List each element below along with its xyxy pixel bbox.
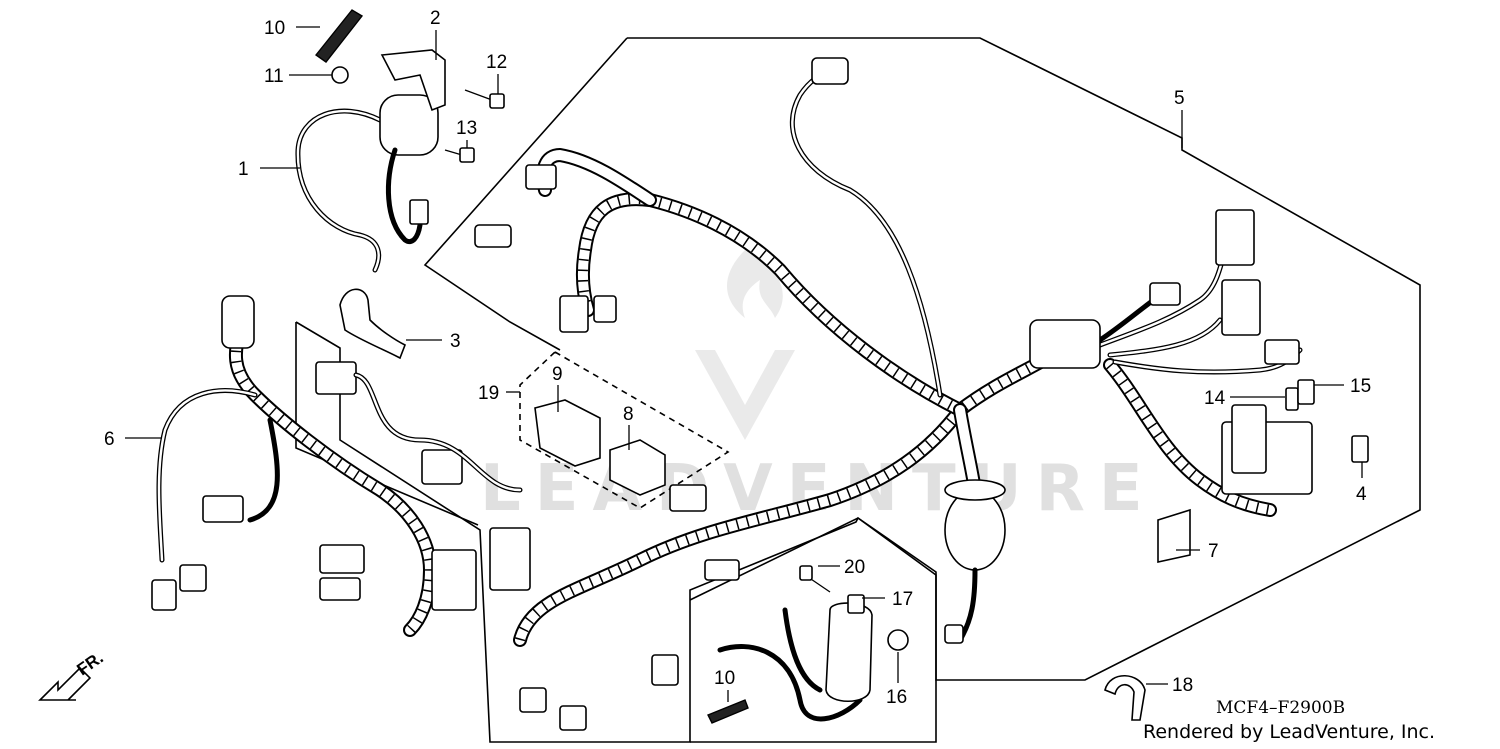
callout-13: 13 bbox=[456, 118, 477, 139]
connector-right-middle bbox=[1221, 279, 1261, 336]
credit-line: Rendered by LeadVenture, Inc. bbox=[1143, 721, 1435, 743]
ground-terminal bbox=[944, 624, 964, 644]
watermark-text: LEADVENTURE bbox=[480, 452, 1157, 526]
callout-17: 17 bbox=[892, 589, 913, 610]
part-nut-11 bbox=[331, 66, 349, 84]
connector-lower-left bbox=[489, 527, 531, 591]
part-bolt-12 bbox=[464, 89, 505, 109]
sub-group-frame-19 bbox=[519, 351, 730, 509]
callout-1: 1 bbox=[238, 159, 249, 180]
part-fuse-15 bbox=[1297, 379, 1315, 405]
sub-connector-8 bbox=[421, 449, 463, 485]
callout-18: 18 bbox=[1172, 675, 1193, 696]
sub-harness-boot bbox=[221, 295, 255, 349]
callout-9: 9 bbox=[552, 364, 563, 385]
part-band-10-bottom bbox=[707, 699, 749, 724]
front-arrow-icon bbox=[38, 666, 92, 701]
part-connector-9 bbox=[534, 399, 601, 467]
connector-bottom-left-2 bbox=[559, 705, 587, 731]
part-band-10-top bbox=[314, 9, 364, 63]
ignition-coil-frame bbox=[689, 517, 937, 743]
callout-7: 7 bbox=[1208, 541, 1219, 562]
callout-12: 12 bbox=[486, 52, 507, 73]
callout-15: 15 bbox=[1350, 376, 1371, 397]
connector-bottom-left bbox=[519, 687, 547, 713]
part-bolt-20 bbox=[799, 565, 831, 593]
callout-leaders bbox=[125, 26, 1363, 702]
callout-20: 20 bbox=[844, 557, 865, 578]
relay-canister bbox=[379, 94, 439, 156]
callout-3: 3 bbox=[450, 331, 461, 352]
part-bolt-13 bbox=[444, 147, 475, 163]
connector-top bbox=[811, 57, 849, 85]
callout-8: 8 bbox=[623, 404, 634, 425]
part-relay-8 bbox=[609, 439, 666, 496]
connector-left-loop bbox=[474, 224, 512, 248]
callout-4: 4 bbox=[1356, 484, 1367, 505]
callout-19: 19 bbox=[478, 383, 499, 404]
connector-upper-left bbox=[525, 164, 557, 190]
sub-wire-harness bbox=[151, 295, 523, 637]
connector-upper-small-2 bbox=[593, 295, 617, 323]
part-fuse-4 bbox=[1351, 435, 1369, 463]
sub-connector-5 bbox=[319, 577, 361, 601]
sub-connector-3 bbox=[179, 564, 207, 592]
harness-junction-block bbox=[1029, 319, 1101, 369]
watermark-logo: LEADVENTURE bbox=[480, 250, 1157, 526]
callout-14: 14 bbox=[1204, 388, 1226, 409]
callout-5: 5 bbox=[1174, 88, 1185, 109]
connector-right-upper bbox=[1215, 209, 1255, 266]
callout-16: 16 bbox=[886, 687, 907, 708]
sub-connector-1 bbox=[202, 495, 244, 523]
sub-connector-2 bbox=[151, 579, 177, 611]
callout-2: 2 bbox=[430, 8, 441, 29]
resistor-canister bbox=[944, 489, 1006, 571]
callout-6: 6 bbox=[104, 429, 115, 450]
part-fuse-14 bbox=[1285, 387, 1299, 411]
connector-upper-small bbox=[559, 295, 589, 333]
part-cover-7 bbox=[1157, 508, 1191, 563]
callout-11: 11 bbox=[264, 66, 284, 87]
sub-connector-7 bbox=[315, 361, 357, 395]
fuse-box-cover bbox=[1231, 404, 1267, 474]
part-wire-assembly-1 bbox=[295, 94, 439, 273]
callout-labels: 1 2 3 4 5 6 7 8 9 10 10 11 12 13 14 15 1… bbox=[104, 8, 1371, 708]
part-grommet-3 bbox=[339, 288, 407, 360]
part-ignition-coil-17 bbox=[717, 594, 873, 722]
part-bracket-2 bbox=[380, 49, 446, 112]
connector-bottom-center bbox=[651, 654, 679, 686]
sub-connector-6 bbox=[431, 549, 477, 611]
callout-10-bottom: 10 bbox=[714, 668, 735, 689]
connector-right-lower bbox=[1264, 339, 1300, 365]
part-collar-16 bbox=[887, 629, 909, 651]
callout-10-top: 10 bbox=[264, 18, 285, 39]
sub-connector-4 bbox=[319, 544, 365, 574]
main-wire-harness bbox=[474, 57, 1313, 731]
front-direction-indicator: FR. bbox=[38, 648, 107, 701]
connector-center bbox=[669, 484, 707, 512]
connector-right-small bbox=[1149, 282, 1181, 306]
diagram-code: MCF4–F2900B bbox=[1216, 698, 1345, 718]
part-clamp-18 bbox=[1104, 675, 1146, 721]
harness-clamp bbox=[704, 559, 740, 581]
